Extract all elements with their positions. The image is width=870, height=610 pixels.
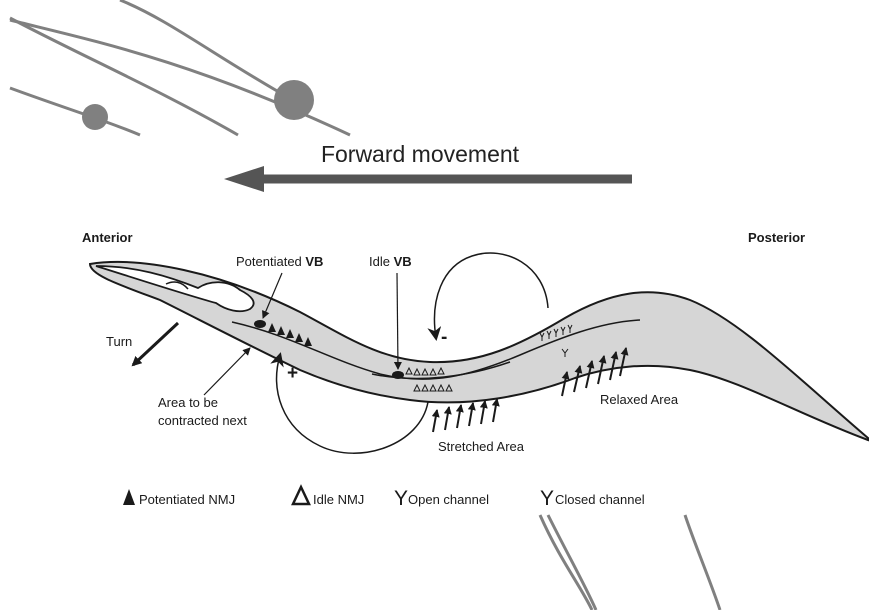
legend: Potentiated NMJ Idle NMJ Y Open channel …	[123, 487, 645, 510]
plus-sign: +	[287, 363, 298, 384]
decor-curve	[685, 515, 720, 610]
legend-potentiated-nmj: Potentiated NMJ	[139, 492, 235, 507]
decor-dot	[274, 80, 314, 120]
potentiated-vb-prefix: Potentiated	[236, 254, 305, 269]
area-next-pointer	[204, 348, 250, 395]
stretch-arrow	[481, 401, 485, 424]
decor-curve	[120, 0, 300, 104]
potentiated-vb-bold: VB	[305, 254, 323, 269]
anterior-label: Anterior	[82, 230, 133, 245]
stretched-area-label: Stretched Area	[438, 439, 525, 454]
idle-vb-pointer	[397, 273, 398, 369]
negative-loop-arrow	[435, 253, 549, 338]
area-next-line1: Area to be	[158, 395, 218, 410]
decor-curve	[10, 18, 238, 135]
decor-dot	[82, 104, 108, 130]
idle-vb-label: Idle VB	[369, 254, 412, 269]
idle-vb-prefix: Idle	[369, 254, 394, 269]
decor-curve	[548, 515, 596, 610]
posterior-label: Posterior	[748, 230, 805, 245]
potentiated-vb-label: Potentiated VB	[236, 254, 323, 269]
idle-vb-neuron	[392, 371, 404, 379]
forward-arrow	[224, 166, 632, 192]
stretched-area-arrows	[433, 399, 497, 432]
idle-nmj-legend-icon	[293, 487, 309, 504]
stretch-arrow	[445, 407, 449, 430]
stretch-arrow	[433, 410, 437, 432]
potentiated-nmj-legend-icon	[123, 489, 135, 505]
diagram-title: Forward movement	[321, 141, 520, 167]
stretch-arrow	[493, 399, 497, 422]
idle-vb-bold: VB	[394, 254, 412, 269]
legend-closed-channel: Closed channel	[555, 492, 645, 507]
turn-label: Turn	[106, 334, 132, 349]
closed-channel-legend-icon: Y	[540, 487, 554, 510]
minus-sign: -	[441, 327, 447, 348]
potentiated-vb-neuron	[254, 320, 266, 328]
legend-idle-nmj: Idle NMJ	[313, 492, 364, 507]
turn-arrow	[133, 323, 178, 365]
stretch-arrow	[469, 403, 473, 426]
open-channel-legend-icon: Y	[394, 487, 408, 510]
area-next-line2: contracted next	[158, 413, 247, 428]
decor-curve	[540, 515, 592, 610]
decor-curve	[10, 88, 140, 135]
legend-open-channel: Open channel	[408, 492, 489, 507]
stretch-arrow	[457, 405, 461, 428]
relaxed-area-label: Relaxed Area	[600, 392, 679, 407]
